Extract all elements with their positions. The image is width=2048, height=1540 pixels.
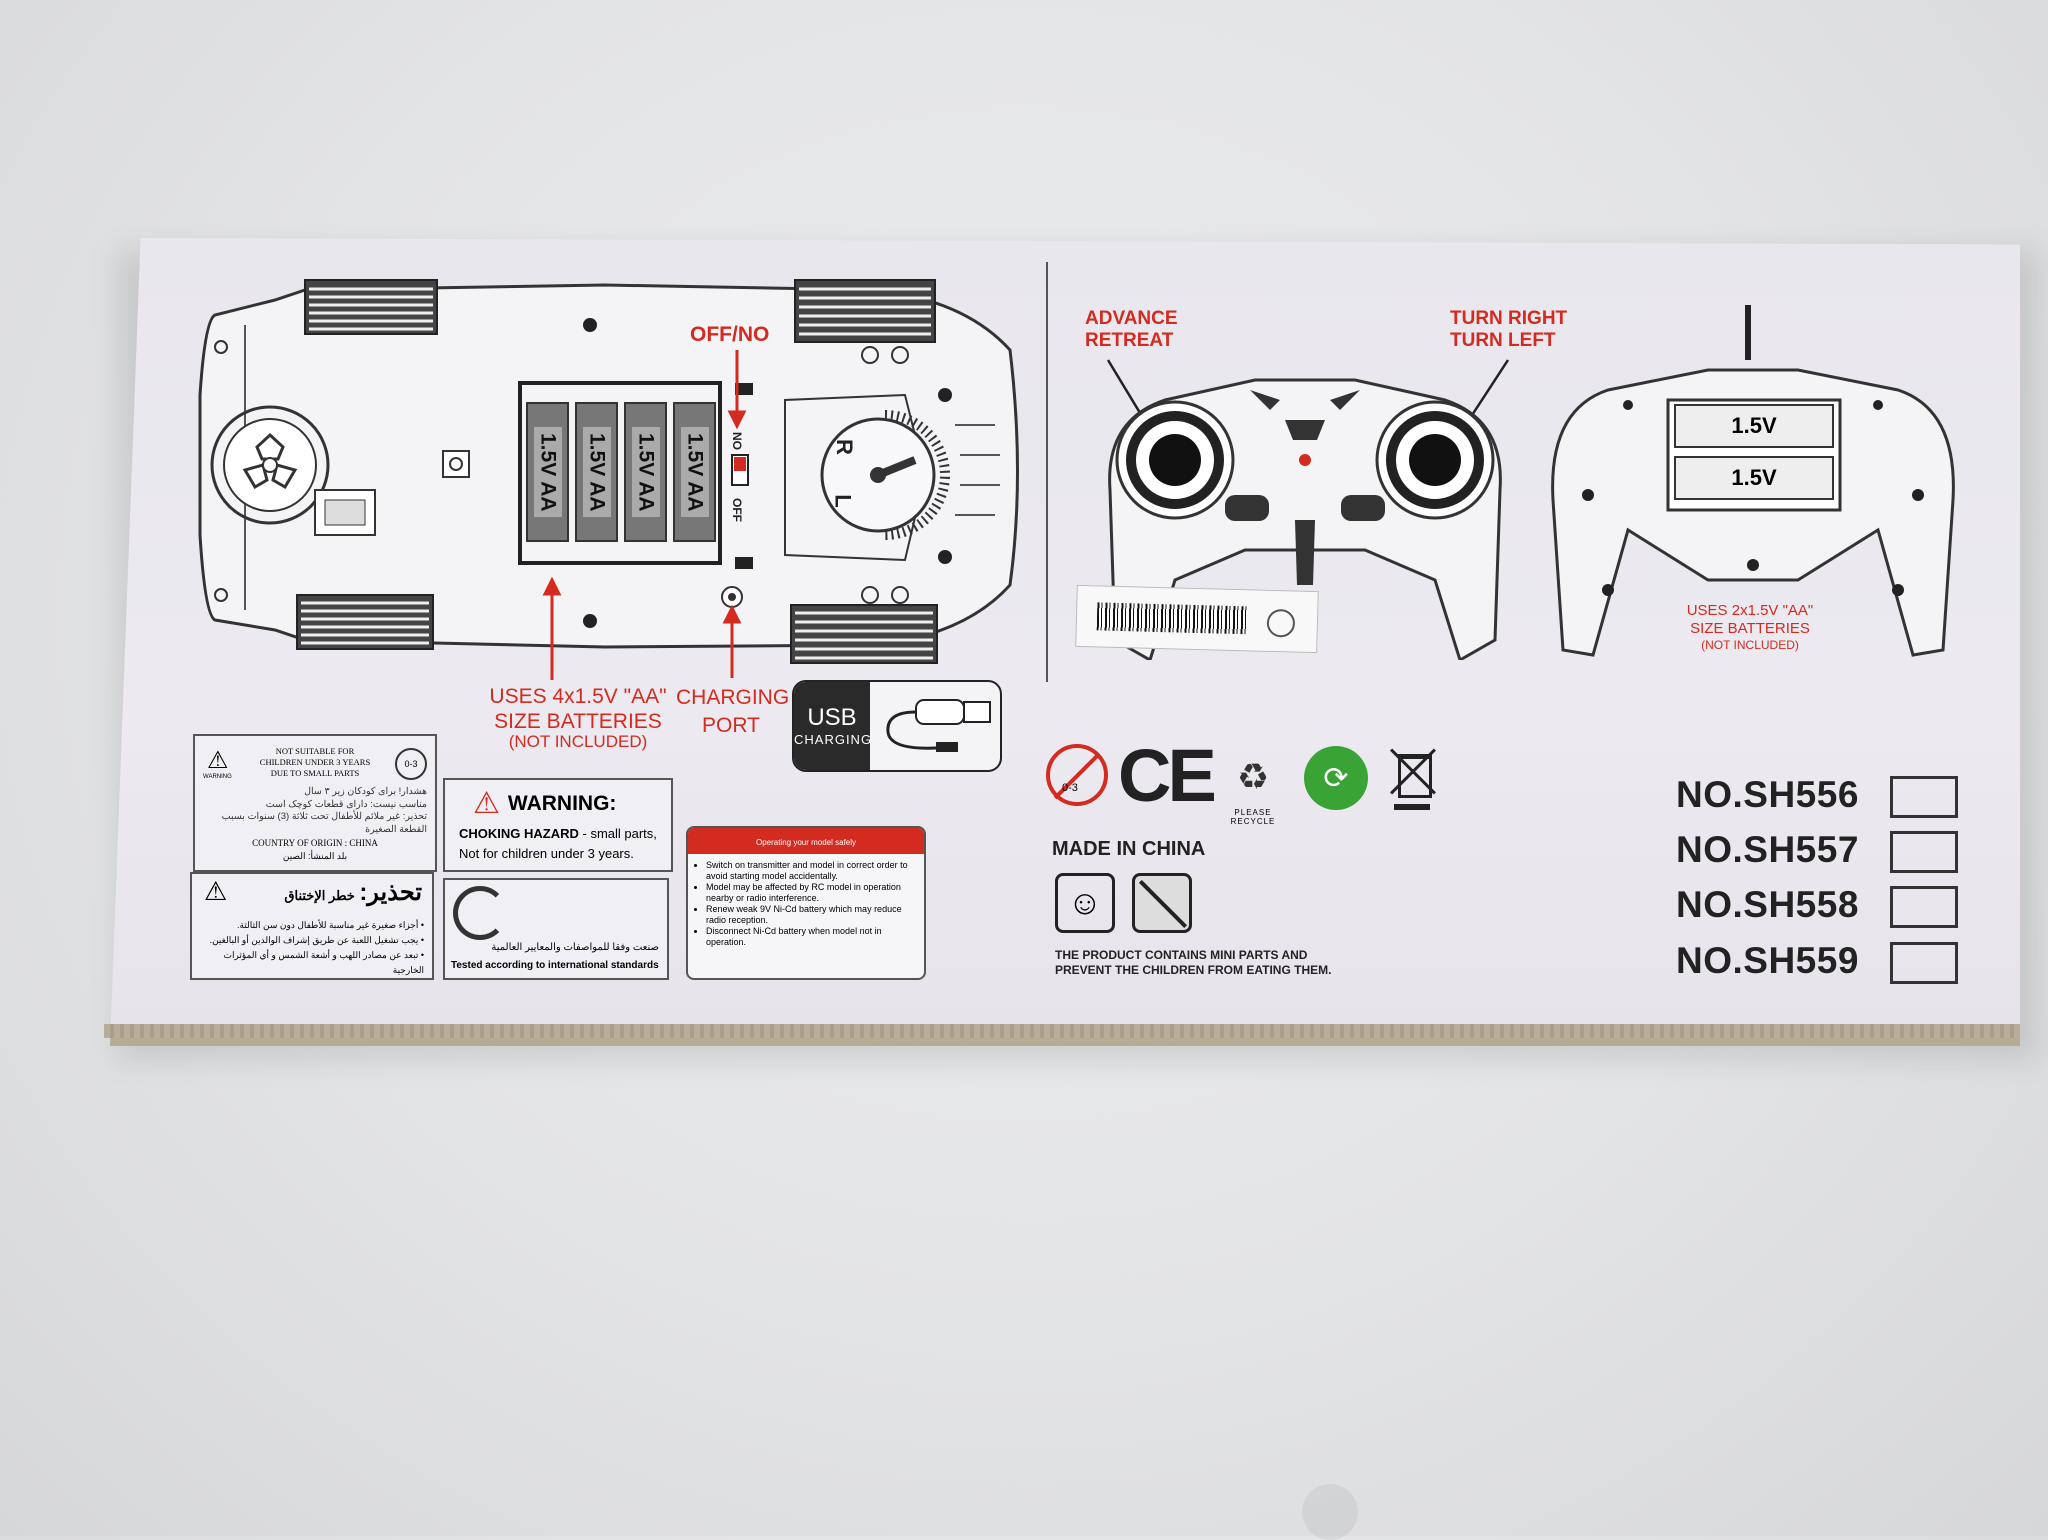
tire-rear-top — [304, 279, 438, 335]
usb-cable-icon — [886, 699, 991, 752]
switch-off-mark: OFF — [730, 498, 744, 522]
battery-cell: 1.5V — [1674, 456, 1834, 500]
no-under-3-icon: 0-3 — [1046, 744, 1108, 806]
cardboard-edge — [104, 1024, 2020, 1038]
logo-icon — [1266, 608, 1296, 638]
weee-bin-icon — [1384, 744, 1440, 814]
model-number: NO.SH556 — [1676, 774, 1859, 815]
warning-triangle-icon: ⚠ — [204, 876, 228, 906]
battery-cell: 1.5V AA — [624, 402, 667, 542]
warning-triangle-icon: ⚠ — [473, 787, 500, 820]
green-dot-icon: ⟳ — [1304, 746, 1368, 810]
barcode-sticker — [1075, 584, 1319, 654]
controller-front-diagram — [1108, 378, 1502, 660]
usb-charging-badge: USB CHARGING — [792, 680, 1002, 772]
table-mark — [1302, 1484, 1358, 1540]
ce-mark: CE — [1118, 734, 1217, 817]
controller-batteries-note: USES 2x1.5V "AA" SIZE BATTERIES — [1686, 602, 1814, 637]
car-batteries-not-included: (NOT INCLUDED) — [508, 732, 648, 751]
controller-battery-cells: 1.5V 1.5V — [1674, 404, 1834, 500]
switch-on-mark: NO — [730, 432, 744, 450]
choking-hazard-panel: ⚠ WARNING: CHOKING HAZARD - small parts,… — [443, 778, 673, 872]
car-battery-cells: 1.5V AA 1.5V AA 1.5V AA 1.5V AA — [526, 402, 716, 542]
switch-label: OFF/NO — [690, 323, 770, 346]
battery-cell: 1.5V — [1674, 404, 1834, 448]
model-checkbox — [1890, 776, 1958, 818]
panel-divider — [1046, 262, 1048, 682]
no-eating-icon — [1132, 873, 1192, 933]
age-warning-panel: ⚠ WARNING 0-3 NOT SUITABLE FOR CHILDREN … — [193, 734, 437, 872]
charging-port-label: CHARGING PORT — [676, 686, 790, 737]
model-checkbox — [1890, 942, 1958, 984]
made-in-china: MADE IN CHINA — [1052, 838, 1206, 860]
model-checkbox — [1890, 886, 1958, 928]
battery-cell: 1.5V AA — [526, 402, 569, 542]
car-batteries-note: USES 4x1.5V "AA" SIZE BATTERIES — [489, 685, 667, 733]
age-icon: 0-3 — [395, 748, 427, 780]
mini-parts-face-icon: ☺ — [1055, 873, 1115, 933]
battery-cell: 1.5V AA — [673, 402, 716, 542]
safety-panel: Operating your model safely Switch on tr… — [686, 826, 926, 980]
battery-cell: 1.5V AA — [575, 402, 618, 542]
arabic-choking-panel: ⚠ تحذير: خطر الإختناق • أجزاء صغيرة غير … — [190, 872, 434, 980]
advance-retreat-label: ADVANCE RETREAT — [1085, 308, 1178, 351]
turn-label: TURN RIGHT TURN LEFT — [1450, 308, 1568, 351]
mini-parts-note: THE PRODUCT CONTAINS MINI PARTS AND PREV… — [1055, 948, 1332, 977]
model-checkbox — [1890, 831, 1958, 873]
model-number: NO.SH559 — [1676, 940, 1859, 981]
controller-batteries-not-included: (NOT INCLUDED) — [1701, 638, 1799, 652]
model-number: NO.SH558 — [1676, 884, 1859, 925]
model-number: NO.SH557 — [1676, 829, 1859, 870]
standards-logo-icon — [453, 886, 507, 940]
warning-triangle-icon: ⚠ — [207, 747, 229, 774]
recycle-icon: ♻ — [1236, 756, 1270, 797]
standards-panel: صنعت وفقا للمواصفات والمعايير العالمية T… — [443, 878, 669, 980]
recycle-label: PLEASE RECYCLE — [1230, 808, 1276, 826]
